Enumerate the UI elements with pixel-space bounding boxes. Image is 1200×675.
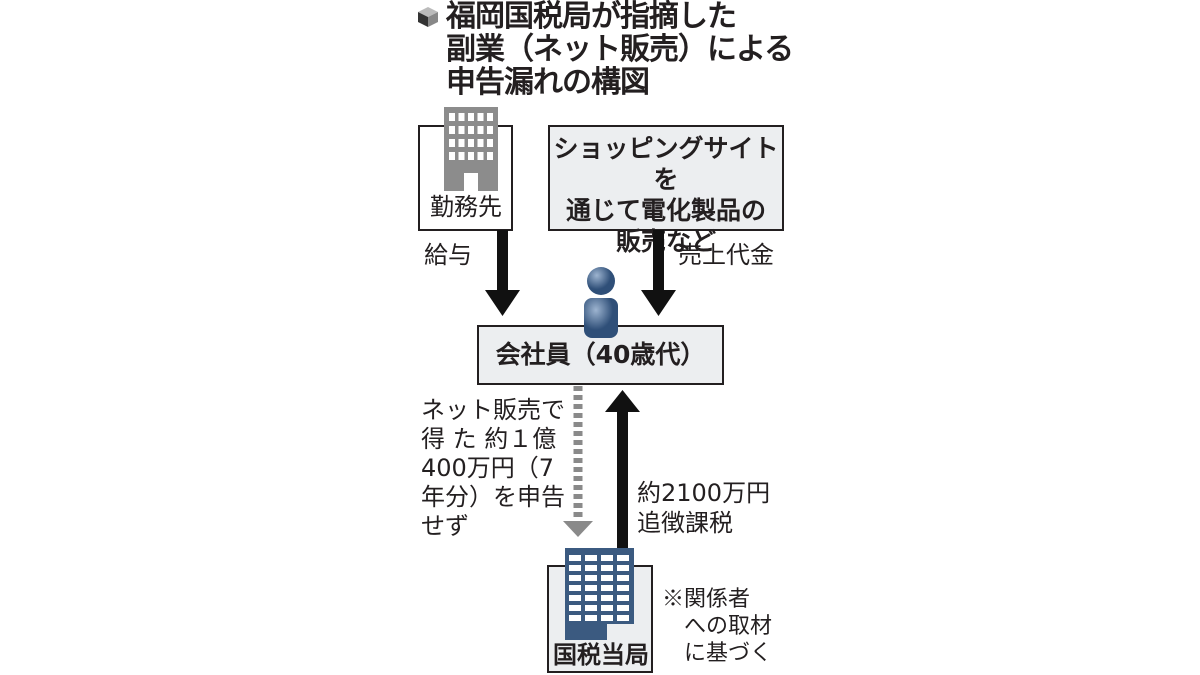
unreported-line: ネット販売で [421,396,565,424]
window [569,605,581,611]
tax-office-label: 国税当局 [553,641,649,669]
window [617,585,629,591]
person-icon [584,267,618,338]
window [458,113,465,121]
note-line: への取材 [662,614,773,639]
unreported-line: 得 た 約１億 [421,425,557,453]
window [569,575,581,581]
title-line: 申告漏れの構図 [446,65,650,100]
title-line: 副業（ネット販売）による [446,32,794,67]
cube-icon [418,7,438,27]
employee-label: 会社員（40歳代） [495,340,706,369]
window [601,565,613,571]
window [477,152,484,160]
unreported-label: ネット販売で 得 た 約１億 400万円（7 年分）を申告 せず [421,396,565,541]
window [477,113,484,121]
window [601,585,613,591]
title-line: 福岡国税局が指摘した [446,0,737,34]
window [468,126,474,134]
window [601,605,613,611]
window [458,152,465,160]
additional-tax-arrow [605,390,640,550]
window [601,595,613,601]
source-note: ※関係者 への取材 に基づく [662,586,772,667]
window [585,595,597,601]
additional-tax-line: 追徴課税 [637,509,733,537]
window [585,575,597,581]
window [458,126,465,134]
window [617,555,629,561]
salary-label: 給与 [424,241,472,269]
window [468,113,474,121]
window [487,152,493,160]
window [617,565,629,571]
unreported-line: せず [421,512,469,540]
window [585,585,597,591]
window [458,139,465,147]
additional-tax-line: 約2100万円 [637,479,771,507]
workplace-label: 勤務先 [430,193,502,221]
window [449,139,455,147]
window [477,126,484,134]
salary-arrow [485,230,520,316]
unreported-dashed-arrow [563,386,593,537]
sales-proceeds-label: 売上代金 [678,241,774,269]
window [468,152,474,160]
window [487,139,493,147]
window [601,555,613,561]
window [477,139,484,147]
unreported-line: 400万円（7 [421,454,555,482]
window [449,113,455,121]
diagram-title: 福岡国税局が指摘した 副業（ネット販売）による 申告漏れの構図 [446,0,794,100]
window [569,595,581,601]
shopping-site-box: ショッピングサイトを 通じて電化製品の 販売など [548,125,784,256]
window [569,555,581,561]
window [585,615,597,621]
window [617,575,629,581]
window [569,565,581,571]
shopping-line: 通じて電化製品の [565,196,766,225]
window [617,605,629,611]
window [487,113,493,121]
window [585,605,597,611]
window [585,565,597,571]
window [468,139,474,147]
window [569,615,581,621]
additional-tax-label: 約2100万円 追徴課税 [637,478,770,538]
shopping-line: 販売など [615,227,716,256]
unreported-line: 年分）を申告 [421,483,565,511]
window [601,575,613,581]
shopping-line: ショッピングサイトを [553,134,779,194]
window [449,152,455,160]
window [569,585,581,591]
window [601,615,613,621]
sales-arrow [641,230,676,316]
office-building-icon [444,107,498,191]
window [617,595,629,601]
window [617,615,629,621]
note-line: に基づく [662,641,773,666]
window [585,555,597,561]
window [449,126,455,134]
tax-office-building-icon [565,548,634,640]
note-line: ※関係者 [662,587,751,612]
window [487,126,493,134]
